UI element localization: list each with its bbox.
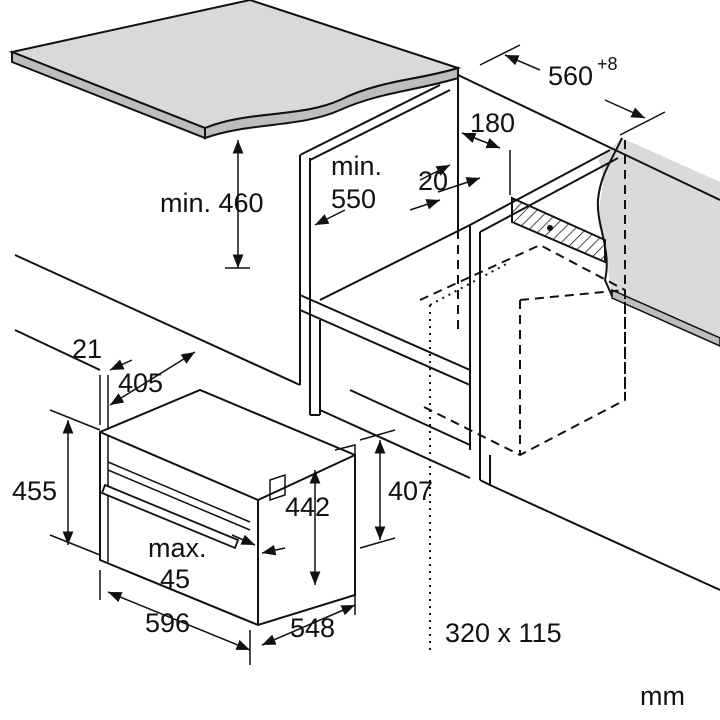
min-depth-prefix: min. — [331, 151, 382, 181]
depth-label: 548 — [290, 613, 335, 643]
rear-opening-depth-label: 180 — [470, 108, 515, 138]
min-height-label: min. 460 — [160, 188, 264, 218]
cabinet — [14, 74, 720, 650]
niche-width-label: 560 — [548, 61, 593, 91]
max-value-label: 45 — [160, 564, 190, 594]
body-height-label: 442 — [285, 492, 330, 522]
ventilation-opening-label: 320 x 115 — [445, 618, 562, 648]
countertop-right — [596, 137, 720, 347]
door-thickness-label: 21 — [72, 334, 102, 364]
width-label: 596 — [145, 608, 190, 638]
max-prefix: max. — [148, 533, 207, 563]
back-gap-label: 20 — [418, 166, 448, 196]
niche-width-tolerance: +8 — [597, 54, 618, 74]
unit-label: mm — [640, 681, 685, 711]
ventilation-marker — [547, 225, 553, 231]
front-depth-label: 405 — [118, 368, 163, 398]
ventilation-opening — [511, 196, 606, 264]
dimension-lines — [49, 44, 666, 665]
countertop — [8, 0, 462, 140]
front-height-label: 455 — [12, 476, 57, 506]
oven-handle — [100, 483, 240, 550]
min-depth-label: 550 — [331, 184, 376, 214]
oven — [99, 388, 356, 627]
rear-height-label: 407 — [388, 476, 433, 506]
